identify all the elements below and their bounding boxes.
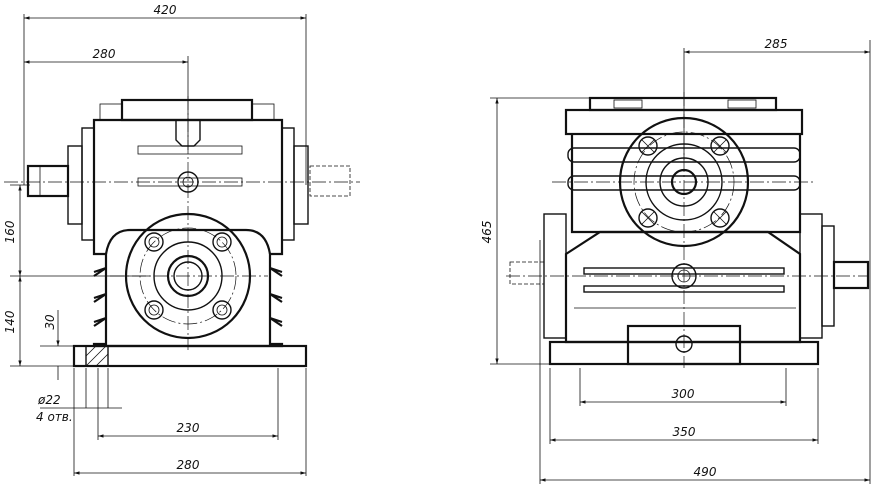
side-bolt-holes — [638, 136, 730, 228]
dim-420: 420 — [24, 3, 306, 20]
dim-230: 230 — [98, 421, 278, 438]
hole-note: ø22 4 отв. — [36, 368, 122, 424]
dim-280-top: 280 — [24, 47, 188, 64]
side-view: 285 465 300 350 490 — [480, 37, 871, 484]
front-bolt-holes — [144, 232, 232, 320]
dim-140-label: 140 — [3, 310, 17, 333]
dim-30: 30 — [43, 310, 60, 380]
dim-490-label: 490 — [694, 465, 717, 479]
hole-count-label: 4 отв. — [36, 410, 73, 424]
side-housing — [509, 96, 870, 366]
front-housing — [26, 98, 351, 368]
dim-465: 465 — [480, 98, 499, 364]
hole-diameter-label: ø22 — [37, 393, 61, 407]
dim-300: 300 — [580, 387, 786, 404]
dim-465-label: 465 — [480, 221, 494, 244]
dim-230-label: 230 — [177, 421, 200, 435]
dim-350: 350 — [550, 425, 818, 442]
dim-420-label: 420 — [154, 3, 177, 17]
dim-280-top-label: 280 — [93, 47, 116, 61]
dim-280-bottom-label: 280 — [177, 458, 200, 472]
dim-285-label: 285 — [765, 37, 788, 51]
dim-350-label: 350 — [673, 425, 696, 439]
dim-285: 285 — [684, 37, 870, 54]
dim-30-label: 30 — [43, 314, 57, 330]
dim-160-label: 160 — [3, 220, 17, 243]
dim-490: 490 — [540, 465, 870, 482]
dim-140: 140 — [3, 276, 22, 366]
dim-160: 160 — [3, 185, 22, 276]
dim-300-label: 300 — [672, 387, 695, 401]
dim-280-bottom: 280 — [74, 458, 306, 475]
front-view: 420 280 160 140 30 ø22 — [3, 3, 360, 476]
